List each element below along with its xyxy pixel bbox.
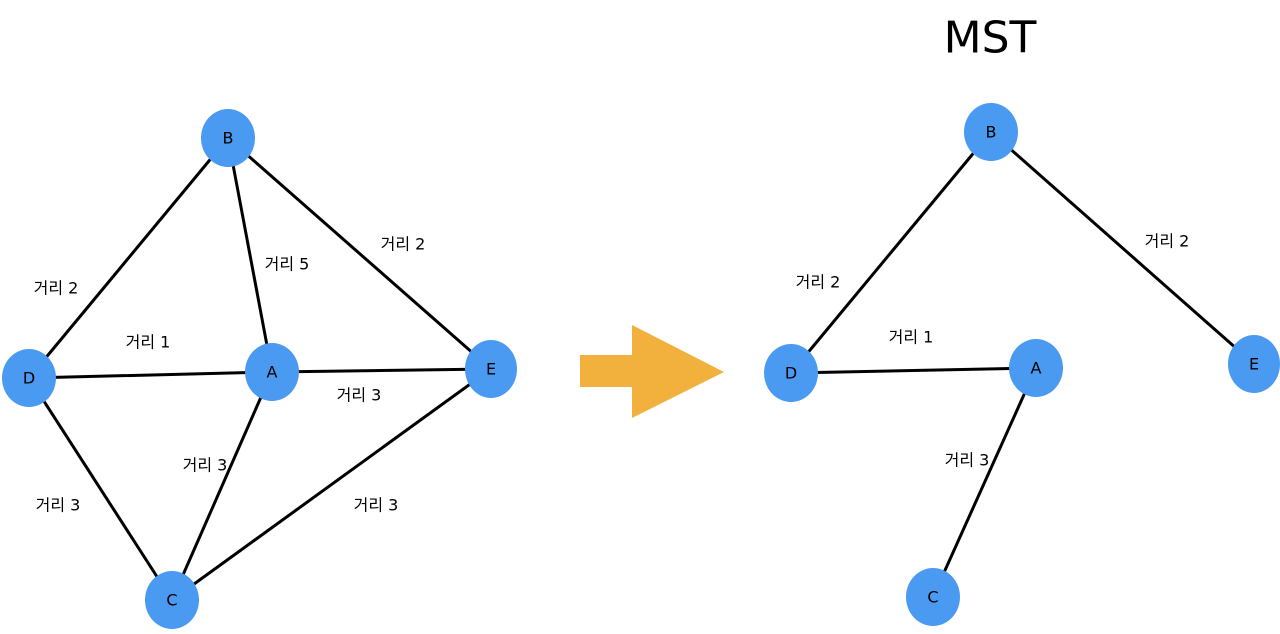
mst-node-label-d: D [785, 364, 797, 383]
left-node-label-a: A [267, 363, 278, 382]
left-node-d: D [2, 349, 56, 407]
left-edge-label-bd: 거리 2 [34, 279, 79, 298]
left-node-circle-c [145, 571, 199, 629]
mst-node-label-a: A [1031, 359, 1042, 378]
left-node-circle-a [245, 343, 299, 401]
mst-edge-da [789, 366, 1038, 375]
mst-node-label-b: B [986, 123, 997, 142]
mst-node-e: E [1228, 335, 1280, 393]
mst-node-circle-e [1228, 335, 1280, 393]
mst-node-circle-d [764, 344, 818, 402]
mst-edge-label-ac: 거리 3 [945, 451, 990, 470]
mst-edge-label-be: 거리 2 [1145, 232, 1190, 251]
left-edge-label-be: 거리 2 [381, 235, 426, 254]
left-node-a: A [245, 343, 299, 401]
left-node-circle-b [201, 109, 255, 167]
left-graph-edge-labels: 거리 2 거리 5 거리 2 거리 1 거리 3 거리 3 거리 3 거리 3 [34, 235, 426, 515]
mst-edge-label-bd: 거리 2 [796, 273, 841, 292]
mst-edge-bd [789, 130, 993, 375]
transition-arrow-icon [580, 325, 724, 418]
mst-node-d: D [764, 344, 818, 402]
mst-node-c: C [906, 568, 960, 626]
left-edge-label-ba: 거리 5 [265, 255, 310, 274]
mst-graph-nodes: B D A E C [764, 103, 1280, 626]
mst-title: MST [944, 13, 1037, 64]
mst-edge-label-da: 거리 1 [889, 328, 934, 347]
left-edge-ae [270, 367, 493, 374]
left-node-circle-e [465, 340, 517, 398]
left-node-b: B [201, 109, 255, 167]
left-edge-ba [226, 136, 274, 374]
mst-node-label-e: E [1249, 355, 1259, 374]
left-edge-label-ac: 거리 3 [183, 456, 228, 475]
mst-graph-edges [789, 130, 1256, 599]
left-edge-label-da: 거리 1 [126, 333, 171, 352]
mst-edge-be [989, 130, 1256, 366]
mst-edge-ac [931, 366, 1038, 599]
left-node-label-b: B [223, 129, 234, 148]
mst-node-circle-b [964, 103, 1018, 161]
left-graph-edges [27, 136, 493, 602]
left-edge-ac [170, 370, 274, 602]
left-edge-dc [27, 376, 174, 602]
mst-node-circle-a [1009, 339, 1063, 397]
mst-node-b: B [964, 103, 1018, 161]
mst-graph-edge-labels: 거리 2 거리 2 거리 1 거리 3 [796, 232, 1190, 470]
left-node-label-e: E [486, 360, 496, 379]
left-edge-label-ce: 거리 3 [354, 496, 399, 515]
left-node-e: E [465, 340, 517, 398]
mst-node-circle-c [906, 568, 960, 626]
left-node-label-d: D [23, 369, 35, 388]
left-graph-nodes: B D A E C [2, 109, 517, 629]
left-edge-ce [170, 367, 493, 602]
mst-node-a: A [1009, 339, 1063, 397]
left-edge-be [226, 136, 493, 371]
left-node-label-c: C [166, 591, 177, 610]
left-node-c: C [145, 571, 199, 629]
left-edge-label-ae: 거리 3 [337, 386, 382, 405]
left-node-circle-d [2, 349, 56, 407]
mst-node-label-c: C [927, 588, 938, 607]
left-edge-label-dc: 거리 3 [36, 496, 81, 515]
left-edge-bd [27, 136, 230, 380]
left-edge-da [27, 370, 274, 380]
